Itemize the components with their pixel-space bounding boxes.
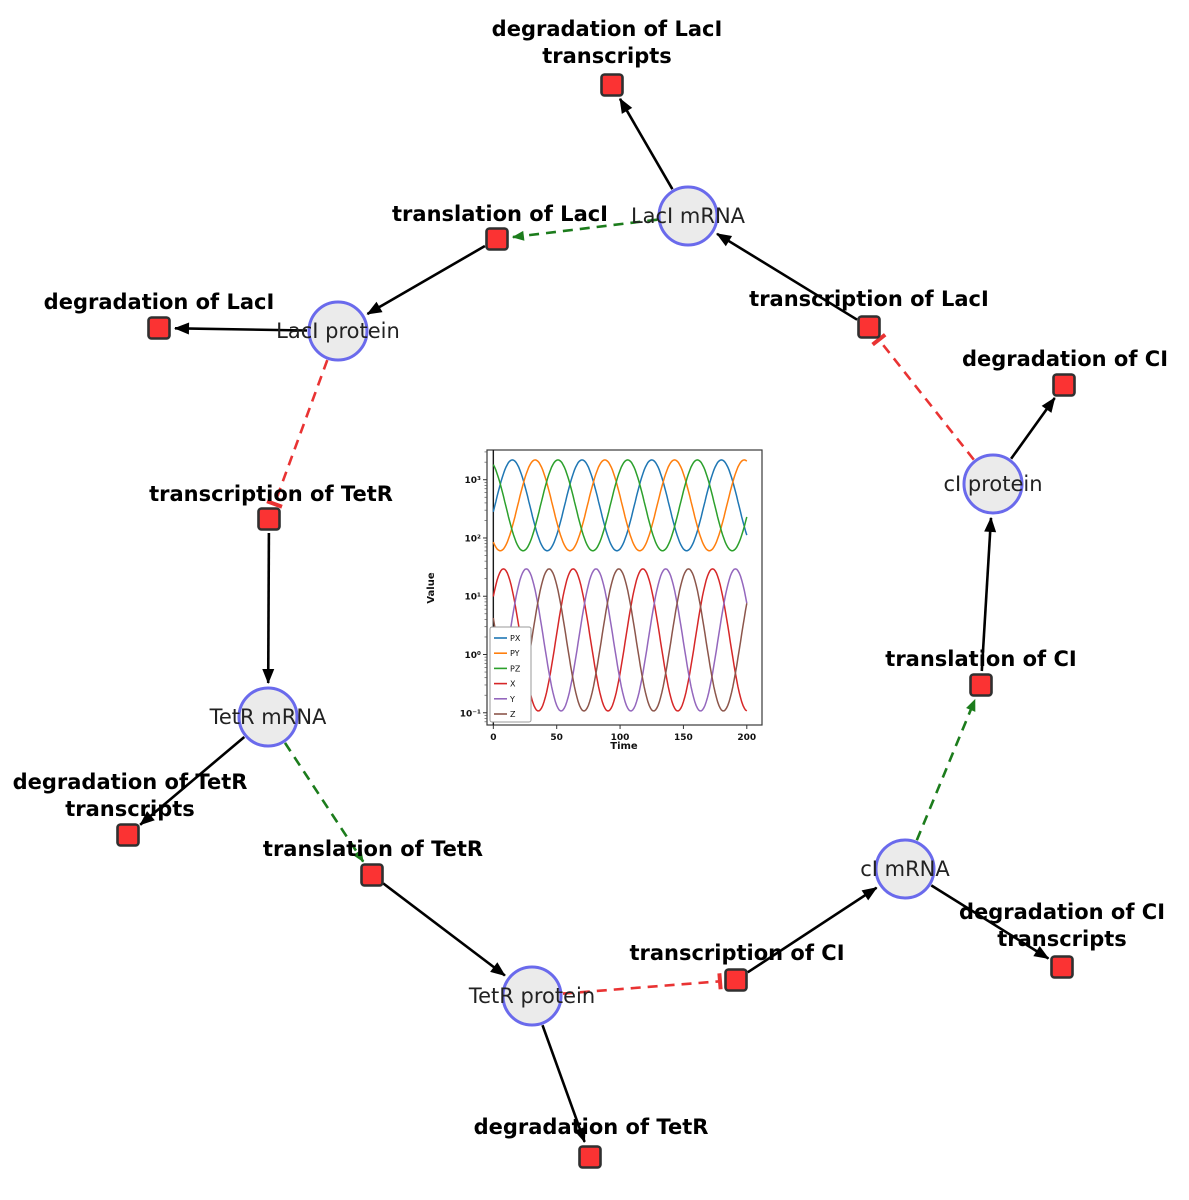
edge-modifier-laci-mrna-to-translation-laci [511, 218, 658, 241]
x-tick-label: 150 [674, 733, 693, 743]
y-tick-label: 10³ [465, 476, 482, 486]
reaction-label: translation of LacI [392, 202, 608, 226]
reaction-label: degradation of LacI [44, 290, 275, 314]
x-tick-label: 200 [737, 733, 756, 743]
reaction-label: transcripts [997, 927, 1127, 951]
edge-production-transcription-tetr-to-tetr-mrna [262, 532, 275, 684]
x-tick-label: 100 [611, 733, 630, 743]
legend-entry: PZ [510, 664, 521, 673]
reaction-label: transcription of CI [629, 941, 844, 965]
legend-entry: PY [510, 649, 520, 658]
legend-entry: Z [510, 710, 516, 719]
reaction-node-transcription-ci[interactable]: transcription of CI [629, 941, 845, 992]
edge-modifier-tetr-mrna-to-translation-tetr [283, 742, 365, 863]
species-label: cI protein [943, 472, 1042, 496]
edge-consumption-ci-mrna-to-deg-ci-tx [930, 884, 1050, 960]
reaction-node-transcription-laci[interactable]: transcription of LacI [749, 287, 989, 339]
timeseries-inset-chart: Value Time 0 50 100 150 200 10³ 10² 10¹ 10⁰ 10⁻¹ P… [426, 449, 763, 752]
edge-production-translation-laci-to-laci-protein [366, 244, 486, 316]
chart-legend: PX PY PZ XYZ [489, 626, 532, 723]
chart-plot-area: 0 50 100 150 200 10³ 10² 10¹ 10⁰ 10⁻¹ PX PY PZ XYZ [460, 449, 763, 743]
species-node-ci-mrna[interactable]: cI mRNA [860, 838, 950, 900]
chart-series-layer [492, 450, 748, 725]
edge-inhibition-tetr-protein-to-transcription-ci [562, 973, 723, 995]
x-axis-label: Time [610, 741, 638, 752]
reaction-label: degradation of TetR [13, 770, 248, 794]
species-node-ci-protein[interactable]: cI protein [943, 453, 1043, 515]
reaction-node-deg-laci[interactable]: degradation of LacI [44, 290, 275, 340]
reaction-label: degradation of TetR [474, 1115, 709, 1139]
y-tick-label: 10⁰ [465, 651, 482, 661]
reaction-node-translation-laci[interactable]: translation of LacI [392, 202, 608, 251]
species-node-laci-protein[interactable]: LacI protein [276, 300, 400, 362]
reaction-node-transcription-tetr[interactable]: transcription of TetR [149, 482, 393, 531]
legend-entry: Y [509, 695, 515, 704]
reaction-node-deg-tetr-tx[interactable]: degradation of TetR transcripts [13, 770, 248, 847]
edge-production-transcription-laci-to-laci-mrna [716, 232, 858, 321]
y-tick-label: 10¹ [465, 593, 482, 603]
edges-layer [139, 97, 1056, 1143]
series-line-PZ [492, 459, 748, 552]
species-label: LacI protein [276, 319, 400, 343]
edge-production-transcription-ci-to-ci-mrna [746, 886, 878, 974]
reaction-node-deg-laci-tx[interactable]: degradation of LacI transcripts [492, 17, 723, 97]
species-node-tetr-mrna[interactable]: TetR mRNA [209, 686, 327, 748]
reaction-label: transcription of TetR [149, 482, 393, 506]
reaction-node-translation-tetr[interactable]: translation of TetR [263, 837, 483, 887]
legend-entry: PX [510, 634, 521, 643]
edge-production-translation-ci-to-ci-protein [980, 516, 997, 672]
reaction-label: transcripts [542, 44, 672, 68]
x-tick-label: 0 [490, 733, 496, 743]
x-tick-label: 50 [550, 733, 563, 743]
reaction-node-deg-tetr[interactable]: degradation of TetR [474, 1115, 709, 1169]
species-node-tetr-protein[interactable]: TetR protein [468, 965, 595, 1027]
edge-modifier-ci-mrna-to-translation-ci [915, 698, 977, 841]
edge-inhibition-ci-protein-to-transcription-laci [871, 333, 975, 461]
reaction-label: translation of TetR [263, 837, 483, 861]
reaction-label: translation of CI [885, 647, 1076, 671]
edge-consumption-laci-protein-to-deg-laci [174, 322, 308, 335]
series-line-X [492, 568, 748, 712]
reaction-label: degradation of LacI [492, 17, 723, 41]
reaction-label: transcripts [65, 797, 195, 821]
reaction-node-deg-ci[interactable]: degradation of CI [962, 347, 1168, 397]
y-tick-label: 10⁻¹ [460, 709, 481, 719]
reaction-label: degradation of CI [959, 900, 1165, 924]
edge-inhibition-laci-protein-to-transcription-tetr [266, 359, 329, 509]
y-axis-label: Value [426, 572, 437, 603]
legend-entry: X [510, 680, 516, 689]
species-label: cI mRNA [860, 857, 950, 881]
species-label: TetR protein [468, 984, 595, 1008]
reaction-node-translation-ci[interactable]: translation of CI [885, 647, 1077, 697]
edge-production-translation-tetr-to-tetr-protein [382, 882, 506, 977]
series-line-Y [492, 568, 748, 712]
species-label: LacI mRNA [631, 204, 746, 228]
reaction-node-deg-ci-tx[interactable]: degradation of CI transcripts [959, 900, 1165, 979]
reaction-label: degradation of CI [962, 347, 1168, 371]
species-node-laci-mrna[interactable]: LacI mRNA [631, 185, 746, 247]
species-label: TetR mRNA [209, 705, 327, 729]
reaction-label: transcription of LacI [749, 287, 989, 311]
edge-consumption-ci-protein-to-deg-ci [1010, 397, 1056, 460]
edge-consumption-laci-mrna-to-deg-laci-tx [618, 97, 674, 190]
series-line-PX [492, 459, 748, 552]
series-line-Z [492, 568, 748, 712]
y-tick-label: 10² [465, 534, 482, 544]
edge-consumption-tetr-protein-to-deg-tetr [541, 1024, 586, 1143]
edge-consumption-tetr-mrna-to-deg-tetr-tx [139, 736, 246, 826]
series-line-PY [492, 459, 748, 552]
